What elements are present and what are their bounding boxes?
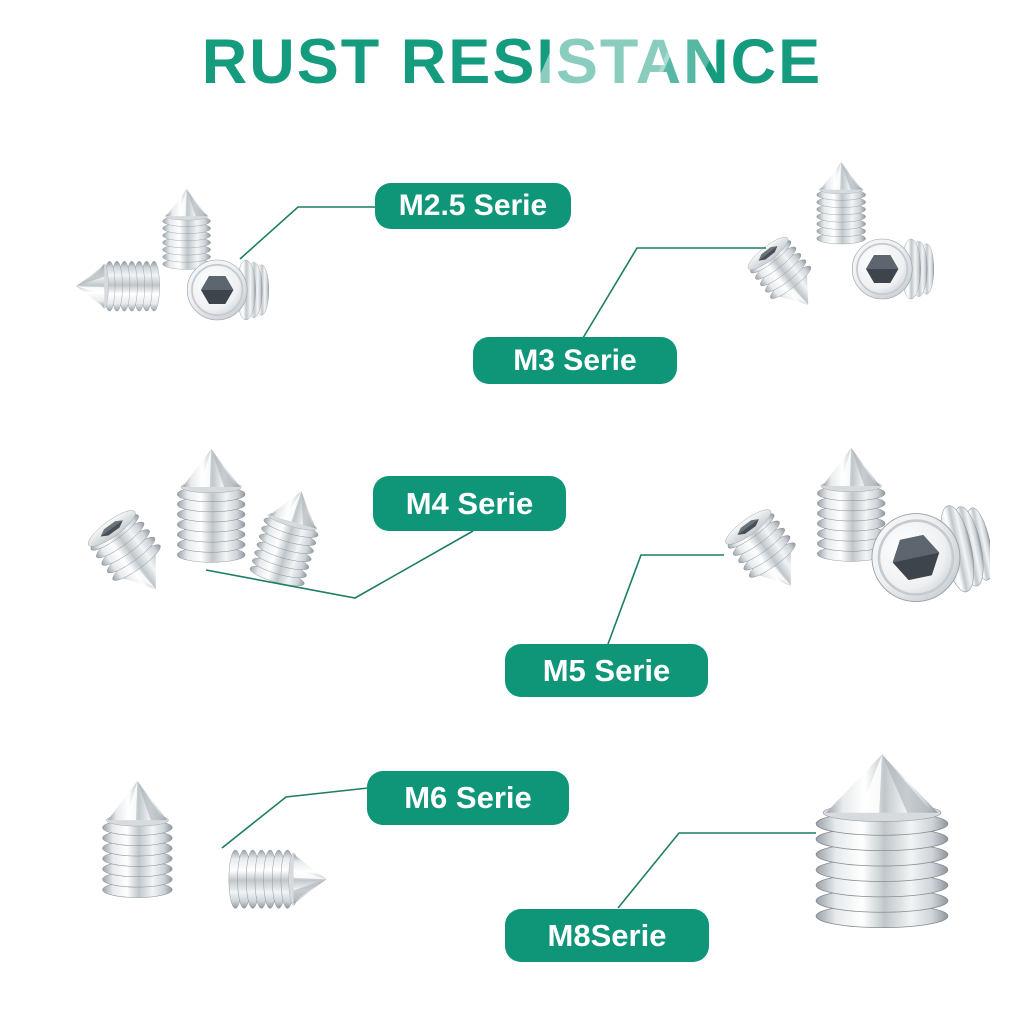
screws-m4 [83, 448, 329, 607]
label-m2-5-serie: M2.5 Serie [375, 183, 571, 229]
label-m6-serie: M6 Serie [367, 771, 569, 825]
screws-m3 [743, 161, 935, 318]
label-m4-serie: M4 Serie [373, 476, 566, 531]
label-m3-serie: M3 Serie [473, 337, 677, 384]
label-m8-serie: M8Serie [505, 909, 709, 962]
label-m5-serie: M5 Serie [505, 644, 708, 697]
screws-m6 [102, 780, 327, 909]
page-title: RUST RESISTANCE [201, 27, 823, 97]
screws-m2-5 [75, 188, 270, 321]
screws-m5 [720, 447, 990, 612]
screws-m8 [815, 753, 949, 929]
